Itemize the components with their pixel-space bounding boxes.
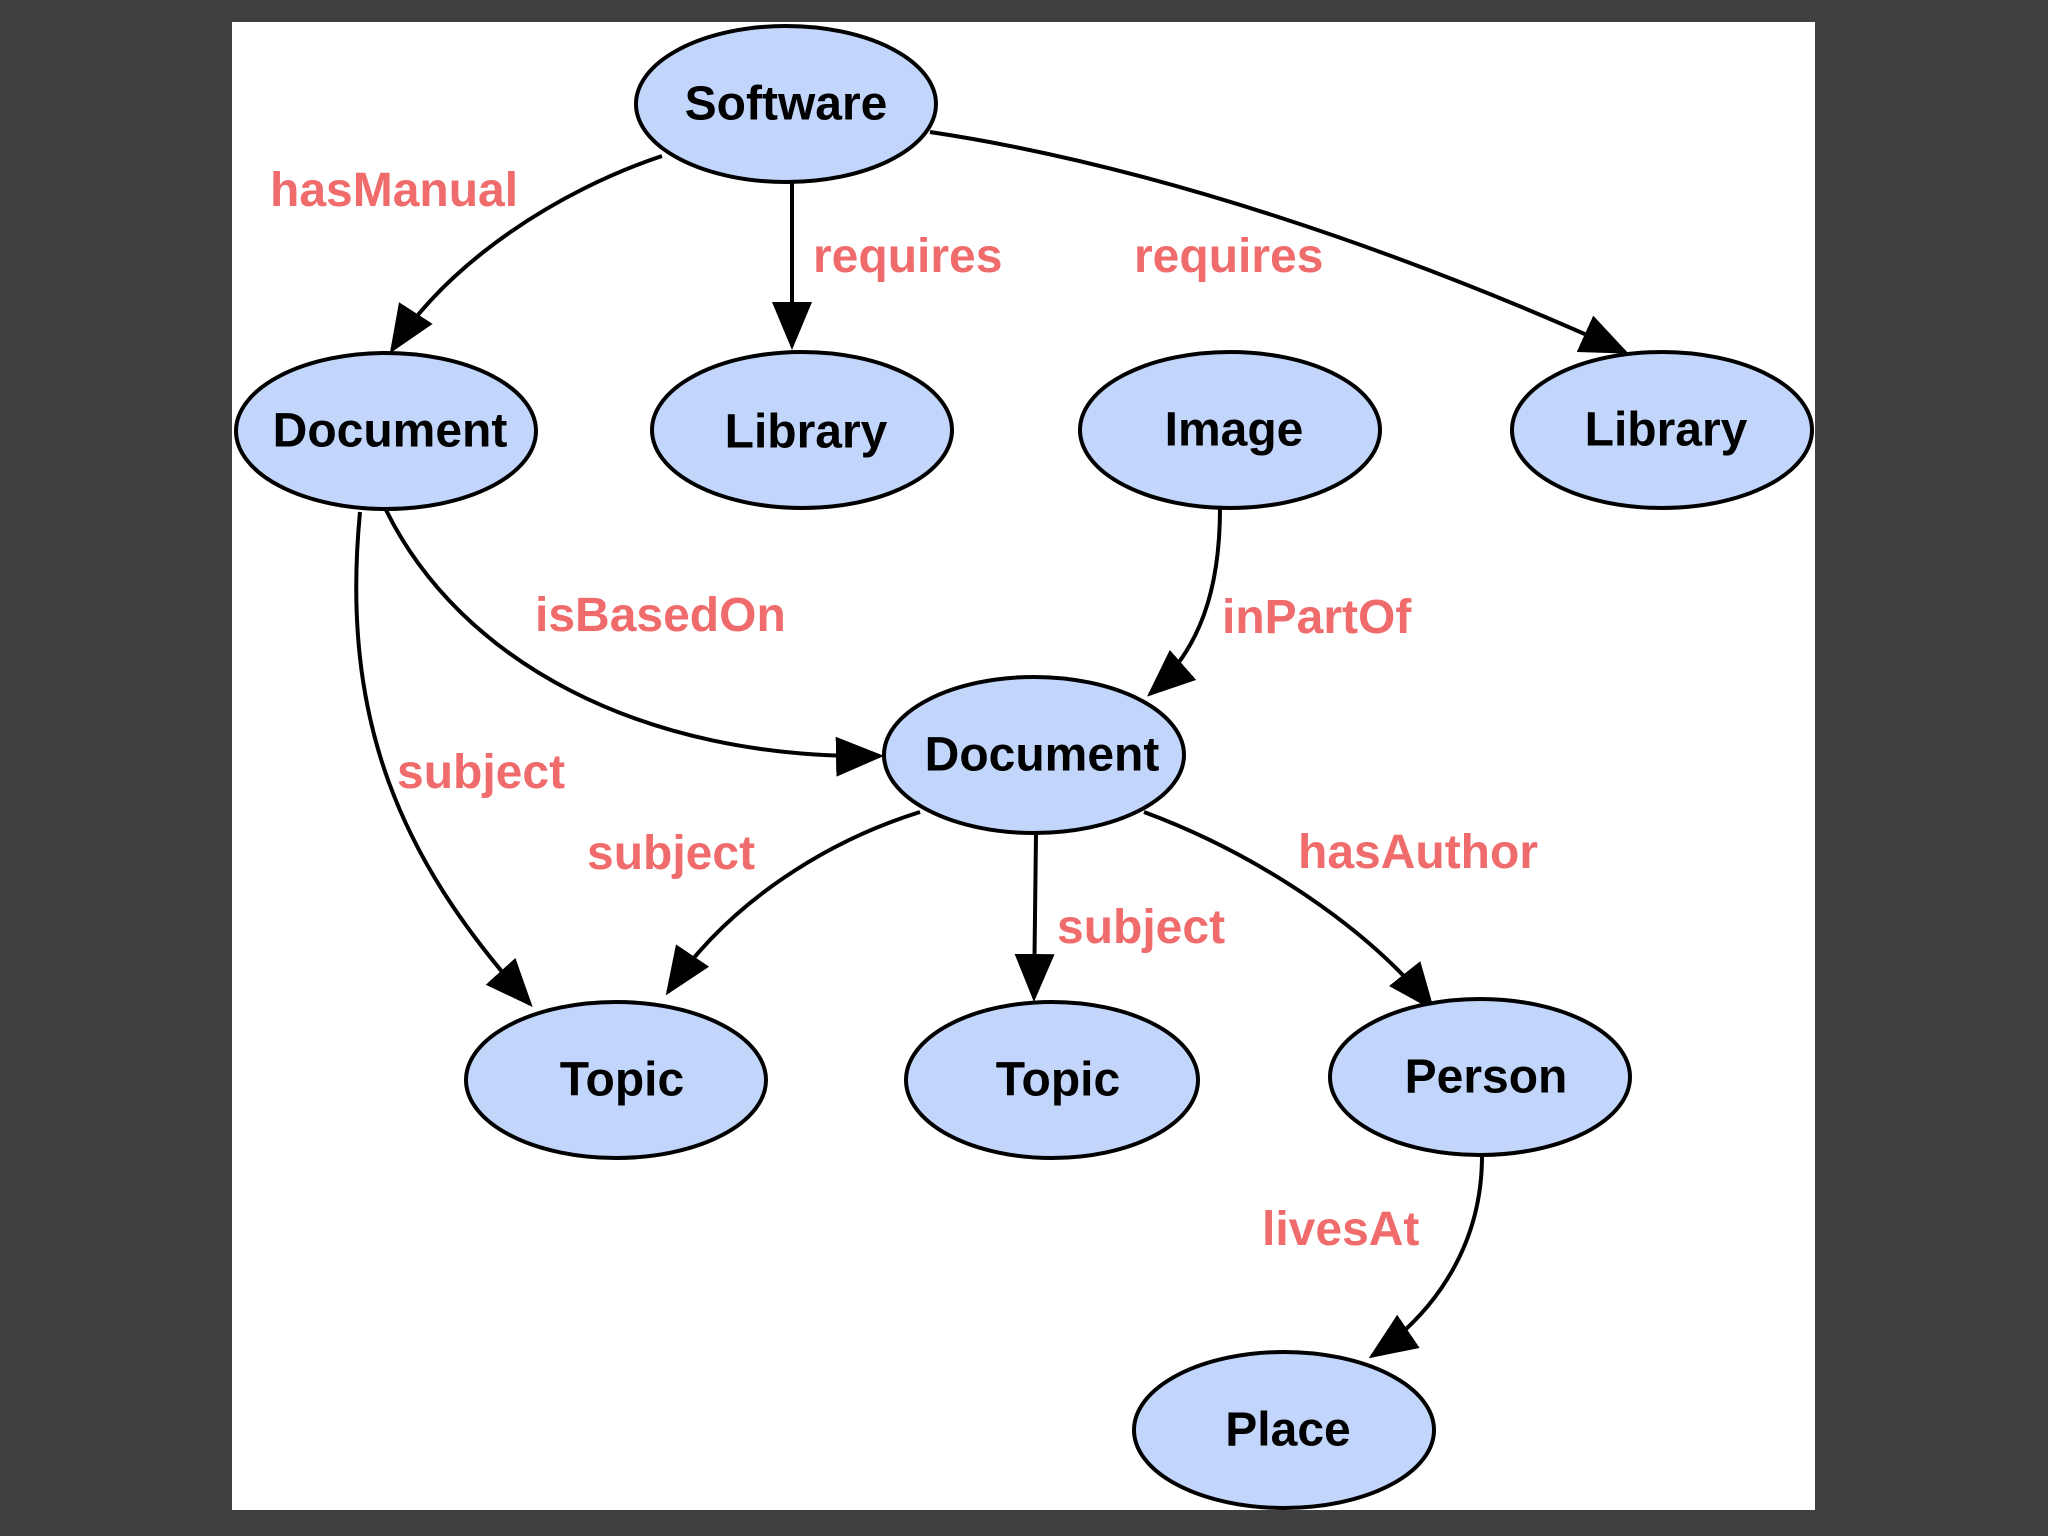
node-place[interactable]: Place <box>1132 1350 1436 1510</box>
edge-hasauthor <box>1143 810 1435 1012</box>
node-person[interactable]: Person <box>1328 997 1632 1157</box>
node-document-2[interactable]: Document <box>882 675 1186 835</box>
edge-label-requires-library2: requires <box>1134 230 1323 283</box>
node-label-document-1: Document <box>273 405 508 458</box>
node-topic-1[interactable]: Topic <box>464 1000 768 1160</box>
edge-subject-doc1-topic1 <box>354 511 533 1007</box>
node-software[interactable]: Software <box>634 24 938 184</box>
edge-isbasedon <box>384 509 884 777</box>
edge-label-subject-doc1-topic1: subject <box>397 746 565 799</box>
node-library-1[interactable]: Library <box>650 350 954 510</box>
node-library-2[interactable]: Library <box>1510 350 1814 510</box>
node-label-library-1: Library <box>725 406 888 459</box>
edge-label-subject-doc2-topic2: subject <box>1057 901 1225 954</box>
node-label-software: Software <box>685 78 888 131</box>
node-label-image: Image <box>1165 404 1304 457</box>
edge-label-hasmanual: hasManual <box>270 164 518 217</box>
edge-label-hasauthor: hasAuthor <box>1298 826 1538 879</box>
node-topic-2[interactable]: Topic <box>904 1000 1200 1160</box>
node-label-person: Person <box>1405 1051 1568 1104</box>
edge-label-isbasedon: isBasedOn <box>535 589 786 642</box>
node-label-topic-2: Topic <box>996 1054 1120 1107</box>
edge-label-subject-doc2-topic1: subject <box>587 827 755 880</box>
node-document-1[interactable]: Document <box>234 351 538 511</box>
nodes: Software Document Library Image Library … <box>234 24 1814 1510</box>
edge-hasmanual <box>389 154 663 354</box>
edge-requires-library2 <box>929 130 1629 354</box>
node-image[interactable]: Image <box>1078 350 1382 510</box>
edge-subject-doc2-topic1 <box>665 810 921 996</box>
edge-label-inpartof: inPartOf <box>1222 591 1412 644</box>
edge-label-livesat: livesAt <box>1262 1203 1419 1256</box>
edge-label-requires-library1: requires <box>813 230 1002 283</box>
edges <box>354 130 1629 1359</box>
edge-labels: hasManual requires requires isBasedOn in… <box>270 164 1538 1256</box>
node-label-library-2: Library <box>1585 404 1748 457</box>
edge-livesat <box>1368 1155 1484 1359</box>
edge-subject-doc2-topic2 <box>1014 833 1055 1002</box>
node-label-topic-1: Topic <box>560 1054 684 1107</box>
edge-inpartof <box>1146 507 1222 697</box>
node-label-place: Place <box>1225 1404 1350 1457</box>
node-label-document-2: Document <box>925 729 1160 782</box>
